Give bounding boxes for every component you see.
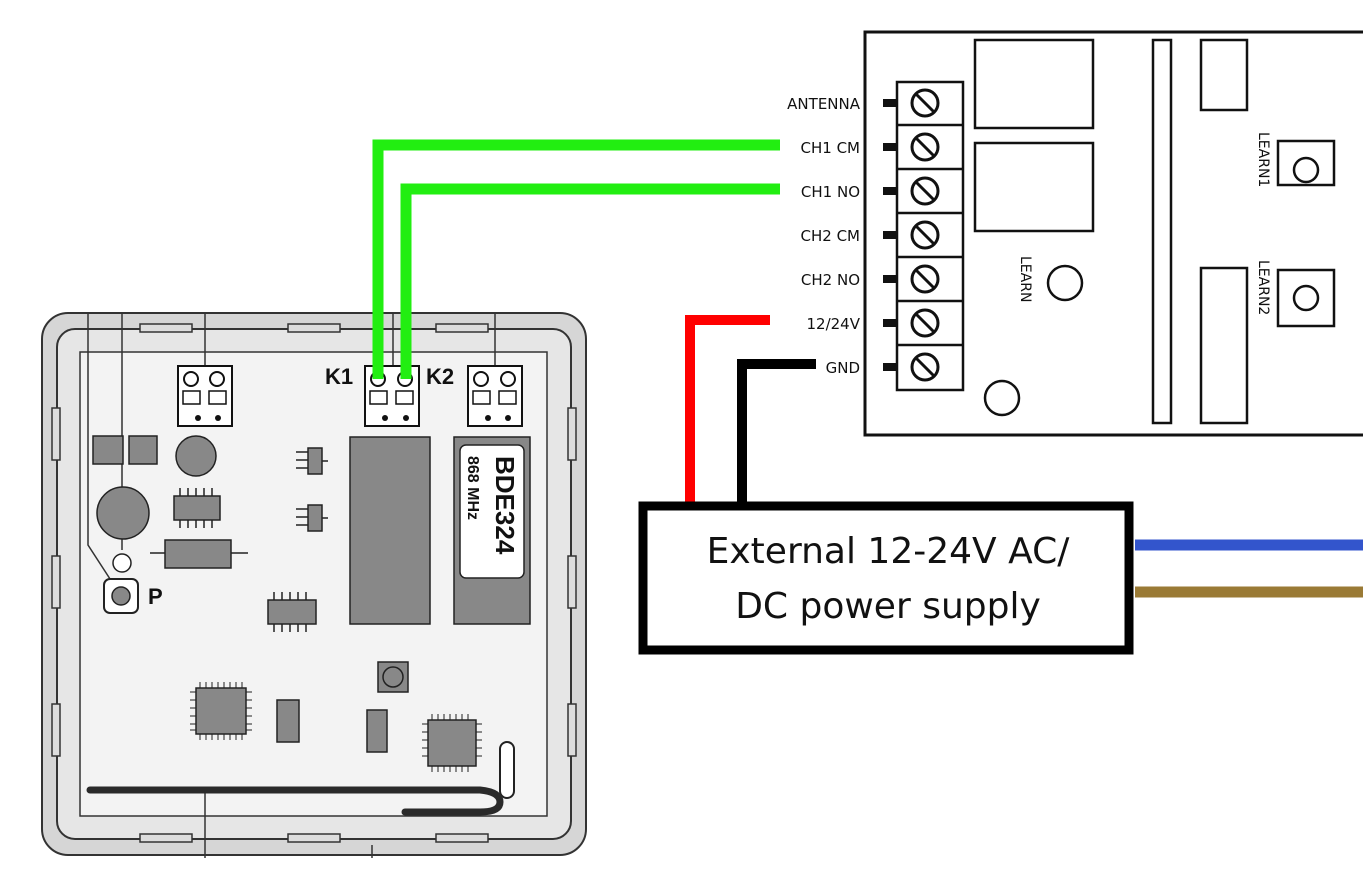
terminal-label-gnd: GND xyxy=(826,359,860,377)
terminal-block-right xyxy=(467,365,523,427)
learn-label: LEARN xyxy=(1017,256,1033,302)
screw-terminals xyxy=(883,80,965,392)
wire-ground xyxy=(737,359,816,502)
terminal-label-12-24v: 12/24V xyxy=(807,315,861,333)
k1-label: K1 xyxy=(325,364,353,389)
board-components xyxy=(92,435,531,799)
module-frequency: 868 MHz xyxy=(464,456,481,520)
antenna-wire xyxy=(86,786,504,816)
power-supply-line2: DC power supply xyxy=(735,586,1041,627)
learn1-label: LEARN1 xyxy=(1255,132,1271,187)
wire-positive xyxy=(685,315,770,502)
module-name: BDE324 xyxy=(490,456,520,555)
power-supply: External 12-24V AC/ DC power supply xyxy=(638,501,1134,655)
p-label: P xyxy=(148,584,163,609)
terminal-label-ch2-no: CH2 NO xyxy=(801,271,860,289)
wires xyxy=(372,139,1363,598)
learn2-label: LEARN2 xyxy=(1255,260,1271,315)
wire-ch1-cm xyxy=(372,139,780,379)
frame-clips xyxy=(51,323,577,843)
receiver-components xyxy=(973,38,1336,425)
wire-ch1-no xyxy=(400,183,780,379)
receiver-module: ANTENNA CH1 CM CH1 NO CH2 CM CH2 NO 12/2… xyxy=(787,30,1363,437)
k2-label: K2 xyxy=(426,364,454,389)
terminal-block-left xyxy=(177,365,233,427)
terminal-label-ch2-cm: CH2 CM xyxy=(801,227,860,245)
terminal-label-ch1-no: CH1 NO xyxy=(801,183,860,201)
terminal-label-ch1-cm: CH1 CM xyxy=(801,139,860,157)
control-unit: K1 K2 xyxy=(41,312,587,858)
power-supply-line1: External 12-24V AC/ xyxy=(707,531,1071,572)
power-supply-box xyxy=(638,501,1134,655)
terminal-label-antenna: ANTENNA xyxy=(787,95,861,113)
